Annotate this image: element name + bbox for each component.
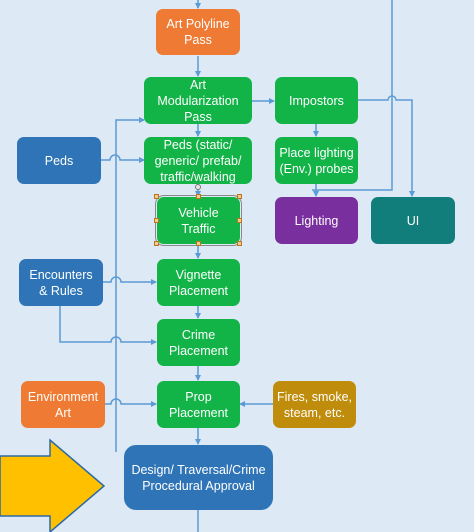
node-prop-placement[interactable]: Prop Placement <box>157 381 240 428</box>
connector-peds-to-peds-detail <box>101 154 145 163</box>
node-peds[interactable]: Peds <box>17 137 101 184</box>
callout-arrow <box>0 438 106 532</box>
connector-impostors-to-ui <box>358 95 415 197</box>
connector-encounters-to-vignette <box>103 276 157 285</box>
node-art-modularization-pass[interactable]: Art Modularization Pass <box>144 77 252 124</box>
node-environment-art[interactable]: Environment Art <box>21 381 105 428</box>
node-vehicle-traffic[interactable]: Vehicle Traffic <box>155 195 242 246</box>
selection-handle[interactable] <box>196 194 201 199</box>
selection-handle[interactable] <box>237 194 242 199</box>
node-design-approval[interactable]: Design/ Traversal/Crime Procedural Appro… <box>124 445 273 510</box>
node-lighting[interactable]: Lighting <box>275 197 358 244</box>
node-art-polyline-pass[interactable]: Art Polyline Pass <box>156 9 240 55</box>
node-place-lighting-probes[interactable]: Place lighting (Env.) probes <box>275 137 358 184</box>
node-encounters-rules[interactable]: Encounters & Rules <box>19 259 103 306</box>
selection-handle[interactable] <box>237 241 242 246</box>
selection-handle[interactable] <box>196 241 201 246</box>
node-ui[interactable]: UI <box>371 197 455 244</box>
selection-handle[interactable] <box>154 194 159 199</box>
node-crime-placement[interactable]: Crime Placement <box>157 319 240 366</box>
selection-handle[interactable] <box>154 241 159 246</box>
connector-top-to-ui <box>312 0 393 191</box>
selection-handle[interactable] <box>237 218 242 223</box>
connector-feedback-spine <box>115 117 145 452</box>
connector-encounters-to-crime <box>59 306 157 345</box>
selection-handle[interactable] <box>154 218 159 223</box>
rotate-handle-icon[interactable] <box>195 184 201 190</box>
node-fires-smoke-steam[interactable]: Fires, smoke, steam, etc. <box>273 381 356 428</box>
node-vignette-placement[interactable]: Vignette Placement <box>157 259 240 306</box>
node-peds-detail[interactable]: Peds (static/ generic/ prefab/ traffic/w… <box>144 137 252 184</box>
connector-environment-to-prop <box>105 398 157 407</box>
node-impostors[interactable]: Impostors <box>275 77 358 124</box>
